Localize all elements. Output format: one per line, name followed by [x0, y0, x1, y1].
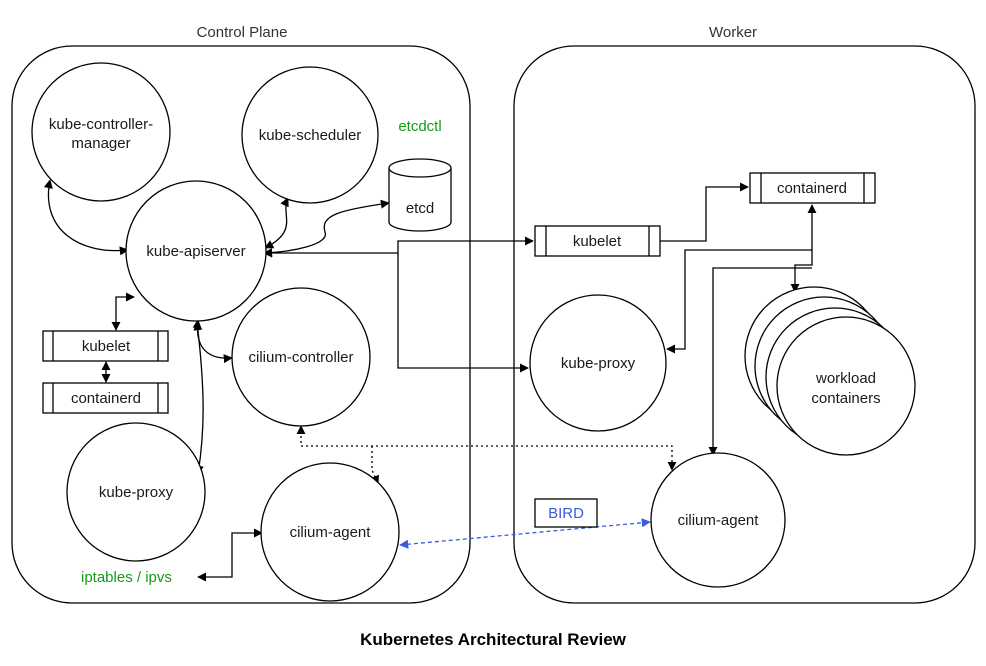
iptables-label: iptables / ipvs — [81, 569, 172, 586]
edge-containerd-kube-proxy — [666, 249, 812, 354]
worker-kubelet-process — [534, 225, 661, 257]
containerd-label: containerd — [71, 390, 141, 407]
worker-cilium-agent-label: cilium-agent — [678, 512, 760, 529]
worker-containerd-label: containerd — [777, 180, 847, 197]
edge-apiserver-kubelet — [111, 292, 135, 331]
cilium-agent-node — [260, 462, 400, 602]
kube-controller-manager-line2: manager — [71, 135, 130, 152]
edge-controller-manager-apiserver — [43, 179, 129, 256]
kube-apiserver-label: kube-apiserver — [146, 243, 245, 260]
edge-cilium-agent-iptables — [197, 528, 263, 582]
workload-containers-stack — [744, 286, 916, 456]
workload-line2: containers — [811, 390, 880, 407]
worker-label: Worker — [709, 24, 757, 41]
kubelet-label: kubelet — [82, 338, 131, 355]
edge-apiserver-worker-kube-proxy — [397, 253, 529, 373]
kube-controller-manager-node — [31, 62, 171, 202]
kube-proxy-node — [66, 422, 206, 562]
worker-kube-proxy-label: kube-proxy — [561, 355, 636, 372]
edge-cilium-controller-worker-agent — [296, 425, 677, 471]
kube-scheduler-label: kube-scheduler — [259, 127, 362, 144]
kube-scheduler-node — [241, 66, 379, 204]
etcdctl-label: etcdctl — [398, 118, 441, 135]
containerd-process — [42, 382, 169, 414]
bird-box — [534, 498, 598, 528]
workload-line1: workload — [815, 370, 876, 387]
cilium-controller-node — [231, 287, 371, 427]
edge-containerd-workload — [790, 204, 817, 293]
edge-apiserver-worker-kubelet — [263, 236, 534, 258]
edge-containerd-cilium-agent — [708, 267, 812, 456]
cilium-controller-label: cilium-controller — [248, 349, 353, 366]
kube-controller-manager-line1: kube-controller- — [49, 116, 153, 133]
cilium-agent-label: cilium-agent — [290, 524, 372, 541]
edge-apiserver-kube-proxy — [193, 321, 204, 475]
kubelet-process — [42, 330, 169, 362]
etcd-label: etcd — [406, 200, 434, 217]
worker-containerd-process — [749, 172, 876, 204]
worker-cilium-agent-node — [650, 452, 786, 588]
diagram-title: Kubernetes Architectural Review — [360, 630, 627, 649]
control-plane-label: Control Plane — [197, 24, 288, 41]
worker-kube-proxy-node — [529, 294, 667, 432]
kube-proxy-label: kube-proxy — [99, 484, 174, 501]
worker-kubelet-label: kubelet — [573, 233, 622, 250]
edge-kubelet-containerd-worker — [660, 182, 749, 242]
kube-apiserver-node — [125, 180, 267, 322]
bird-label: BIRD — [548, 505, 584, 522]
etcd-database — [388, 158, 452, 232]
